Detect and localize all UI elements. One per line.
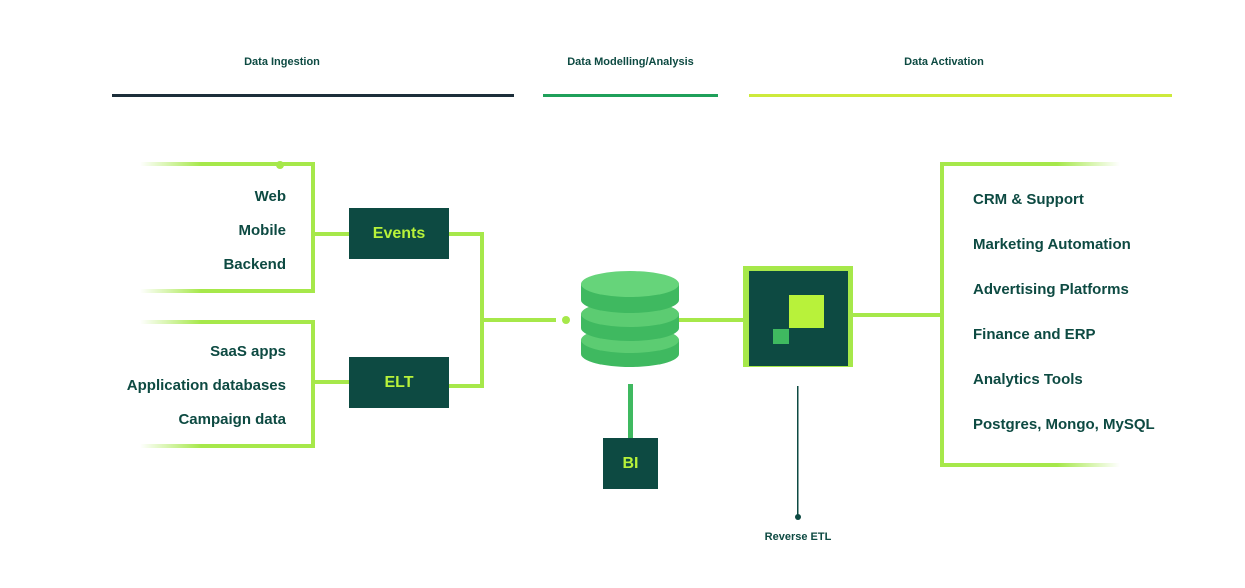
destination-finance-erp: Finance and ERP bbox=[973, 326, 1096, 343]
destination-crm-support: CRM & Support bbox=[973, 191, 1084, 208]
bi-node: BI bbox=[603, 438, 658, 489]
source-web: Web bbox=[254, 188, 286, 205]
stage-bar-modelling bbox=[543, 94, 718, 97]
stage-bar-activation bbox=[749, 94, 1172, 97]
source-saas-apps: SaaS apps bbox=[210, 343, 286, 360]
events-node: Events bbox=[349, 208, 449, 259]
source-campaign-data: Campaign data bbox=[178, 411, 286, 428]
source-backend: Backend bbox=[223, 256, 286, 273]
source-application-databases: Application databases bbox=[126, 377, 286, 394]
stage-label-ingestion: Data Ingestion bbox=[244, 56, 320, 68]
destination-postgres-mongo-mysql: Postgres, Mongo, MySQL bbox=[973, 416, 1155, 433]
stage-label-activation: Data Activation bbox=[904, 56, 984, 68]
stage-label-modelling: Data Modelling/Analysis bbox=[567, 56, 694, 68]
destination-advertising-platforms: Advertising Platforms bbox=[973, 281, 1129, 298]
destination-marketing-automation: Marketing Automation bbox=[973, 236, 1131, 253]
database-icon bbox=[581, 271, 679, 367]
source-mobile: Mobile bbox=[238, 222, 287, 239]
elt-node: ELT bbox=[349, 357, 449, 408]
stage-bar-ingestion bbox=[112, 94, 514, 97]
reverse-etl-logo-icon bbox=[743, 266, 853, 367]
destination-analytics-tools: Analytics Tools bbox=[973, 371, 1083, 388]
reverse-etl-label: Reverse ETL bbox=[764, 531, 832, 543]
